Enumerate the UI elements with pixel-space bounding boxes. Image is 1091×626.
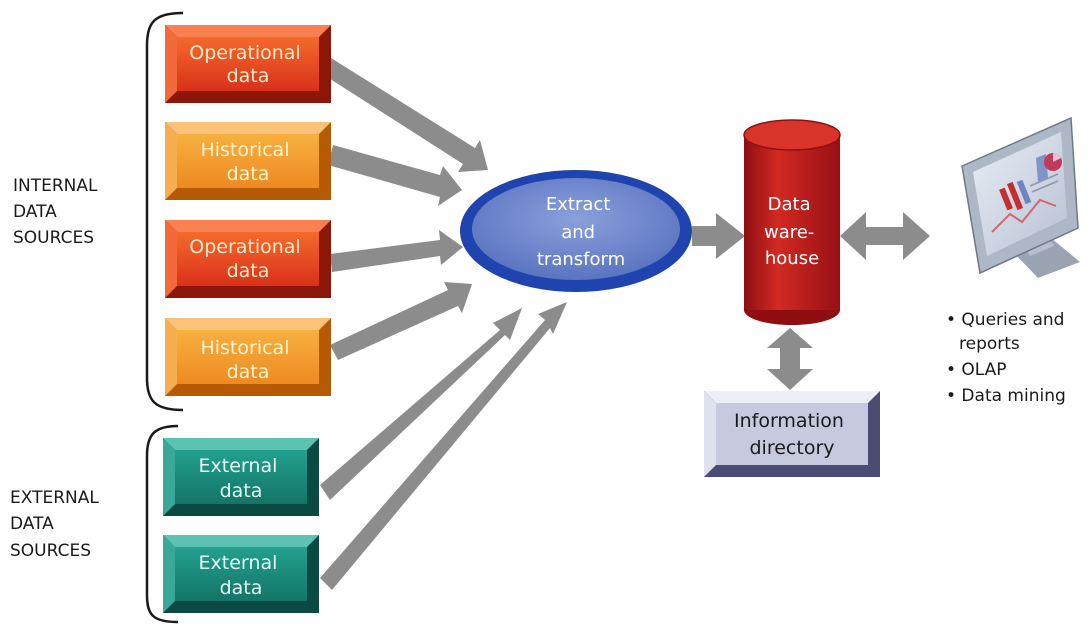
internal-label-line-2: DATA	[13, 202, 57, 222]
source-external-2: External data	[163, 535, 319, 613]
extract-transform-label: Extract and transform	[537, 194, 625, 270]
external-1-label: External data	[199, 455, 284, 502]
information-directory-label: Information directory	[734, 410, 850, 459]
external-label-line-1: EXTERNAL	[10, 488, 99, 508]
uses-list: • Queries and reports • OLAP • Data mini…	[946, 310, 1070, 406]
uses-item-olap: • OLAP	[946, 360, 1007, 380]
information-directory-node: Information directory	[704, 391, 880, 477]
internal-label-line-3: SOURCES	[13, 228, 94, 248]
arrow-warehouse-to-directory	[767, 328, 813, 390]
uses-item-queries: • Queries and	[946, 310, 1064, 330]
operational-2-label: Operational data	[189, 236, 307, 282]
arrow-extract-to-warehouse	[692, 213, 745, 259]
source-operational-2: Operational data	[165, 220, 331, 298]
historical-1-label: Historical data	[200, 139, 295, 185]
arrow-warehouse-to-workstation	[840, 212, 930, 260]
external-2-label: External data	[199, 552, 284, 599]
arrow-op2-to-extract	[330, 230, 463, 272]
source-historical-2: Historical data	[165, 318, 331, 396]
internal-label-line-1: INTERNAL	[13, 176, 98, 196]
arrow-hist1-to-extract	[328, 145, 462, 206]
data-warehouse-node: Data ware- house	[743, 119, 841, 325]
extract-transform-node: Extract and transform	[460, 170, 692, 292]
arrow-op1-to-extract	[324, 58, 488, 172]
external-label-line-3: SOURCES	[10, 541, 91, 561]
external-label-line-2: DATA	[10, 514, 54, 534]
historical-2-label: Historical data	[200, 337, 295, 383]
external-sources-brace	[145, 424, 179, 624]
external-sources-label: EXTERNAL DATA SOURCES	[10, 488, 104, 561]
source-external-1: External data	[163, 438, 319, 516]
internal-sources-label: INTERNAL DATA SOURCES	[13, 176, 103, 248]
arrow-hist2-to-extract	[330, 282, 472, 360]
internal-sources-brace	[145, 11, 184, 412]
computer-monitor-icon	[961, 116, 1080, 278]
uses-item-queries-cont: reports	[959, 334, 1020, 354]
arrow-ext2-to-extract	[320, 302, 567, 590]
arrow-ext1-to-extract	[320, 308, 522, 500]
uses-item-data-mining: • Data mining	[946, 386, 1066, 406]
source-historical-1: Historical data	[165, 122, 331, 200]
data-warehouse-label: Data ware- house	[764, 194, 820, 269]
operational-1-label: Operational data	[189, 42, 307, 87]
source-operational-1: Operational data	[165, 25, 331, 103]
source-arrows	[320, 58, 567, 590]
